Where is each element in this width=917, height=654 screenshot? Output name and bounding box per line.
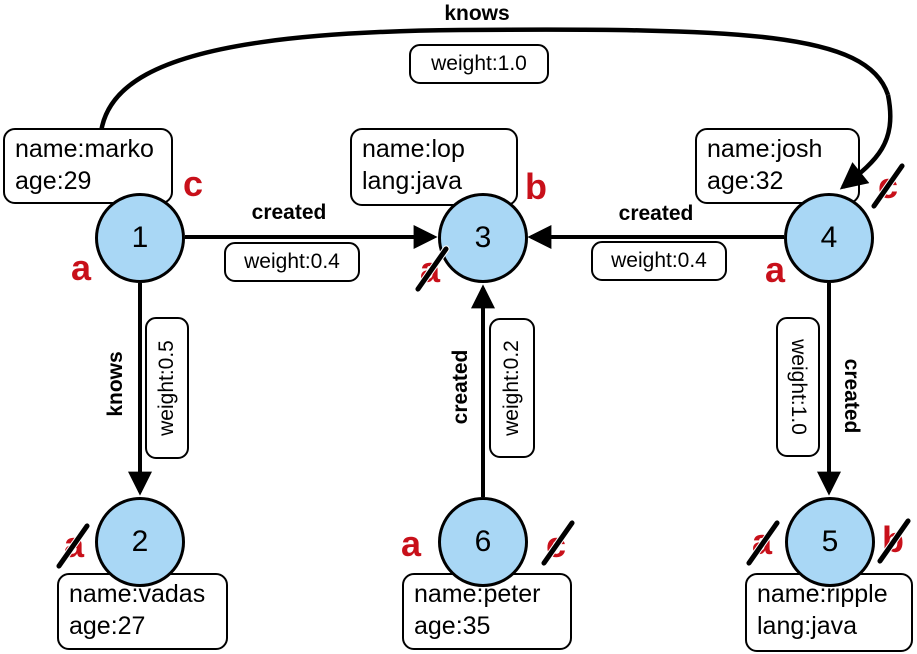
property-line: age:27 [69, 612, 146, 640]
property-line: name:marko [15, 135, 154, 163]
node-3-id: 3 [474, 221, 492, 254]
node-1: 1 [95, 193, 185, 283]
edge-label-knows-1-4: knows [444, 2, 510, 25]
weight-box-knows-1-2: weight:0.5 [145, 317, 189, 459]
property-line: lang:java [757, 612, 858, 640]
node-4-id: 4 [820, 221, 838, 254]
property-line: age:29 [15, 167, 92, 195]
edge-label-created-1-3: created [251, 201, 327, 224]
property-line: name:lop [362, 135, 465, 163]
weight-box-created-1-3: weight:0.4 [224, 242, 360, 282]
edge-label-created-6-3: created [449, 349, 472, 425]
property-line: age:35 [414, 612, 491, 640]
node-2: 2 [95, 497, 185, 587]
node-6: 6 [438, 497, 528, 587]
weight-box-created-6-3: weight:0.2 [489, 318, 535, 458]
property-box-node-5: name:ripple lang:java [745, 573, 913, 652]
node-5: 5 [785, 497, 875, 587]
edge-label-knows-1-2: knows [104, 351, 127, 417]
node-3: 3 [438, 193, 528, 283]
node-4: 4 [784, 193, 874, 283]
node-2-id: 2 [131, 525, 149, 558]
weight-box-created-4-5: weight:1.0 [776, 317, 820, 457]
weight-box-knows-1-4: weight:1.0 [409, 44, 549, 84]
weight-box-created-4-3: weight:0.4 [591, 241, 727, 281]
node-1-id: 1 [131, 221, 149, 254]
mark-letter-node-1-c: c [182, 163, 204, 204]
mark-letter-node-6-a: a [400, 523, 422, 564]
mark-letter-node-4-a: a [764, 249, 786, 290]
node-6-id: 6 [474, 525, 492, 558]
edge-label-created-4-5: created [840, 358, 863, 434]
edge-label-created-4-3: created [618, 202, 694, 225]
property-line: name:josh [707, 135, 823, 163]
mark-letter-node-3-b: b [525, 166, 547, 207]
node-5-id: 5 [821, 525, 839, 558]
property-box-node-1: name:marko age:29 [3, 128, 173, 204]
mark-letter-node-1-a: a [70, 247, 92, 288]
